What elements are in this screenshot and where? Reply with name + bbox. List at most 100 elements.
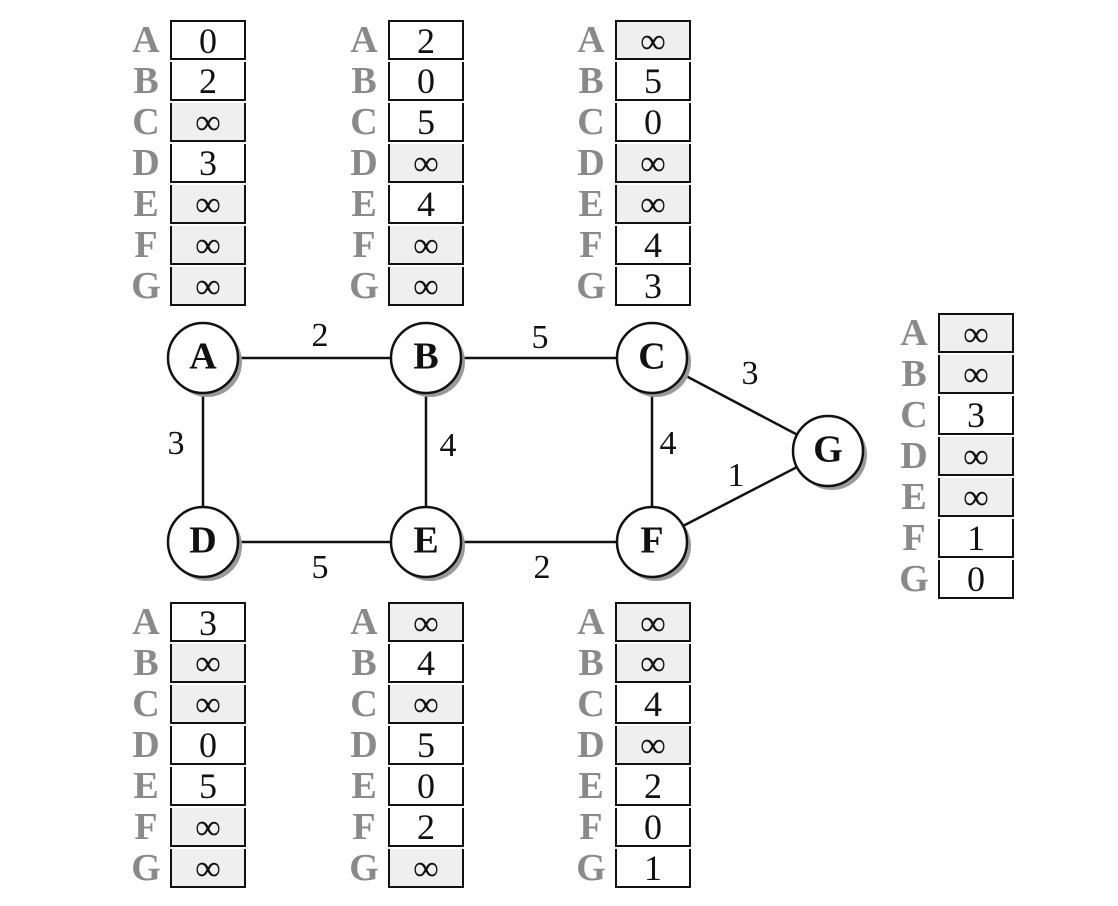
distance-cell: 0	[615, 808, 691, 847]
destination-label: D	[132, 142, 160, 184]
destination-label: E	[351, 765, 377, 807]
distance-cell: ∞	[170, 267, 246, 306]
distance-cell: ∞	[615, 644, 691, 683]
distance-cell: ∞	[388, 144, 464, 183]
distance-cell: 4	[615, 685, 691, 724]
table-row: F∞	[125, 225, 250, 265]
edge-weight-e-f: 2	[534, 549, 551, 586]
node-a: A	[166, 321, 242, 397]
distance-cell: ∞	[170, 185, 246, 224]
node-label: A	[189, 336, 217, 378]
table-row: B∞	[570, 643, 695, 683]
destination-label: B	[351, 642, 377, 684]
node-g: G	[791, 414, 867, 490]
edge-weight-a-b: 2	[312, 317, 329, 354]
destination-label: F	[352, 224, 376, 266]
table-row: C∞	[125, 684, 250, 724]
node-label: E	[413, 520, 438, 562]
table-row: G∞	[343, 266, 468, 306]
destination-label: A	[577, 19, 605, 61]
distance-cell: ∞	[938, 437, 1014, 476]
node-b: B	[389, 321, 465, 397]
distance-cell: ∞	[170, 644, 246, 683]
distance-cell: 3	[615, 267, 691, 306]
destination-label: G	[899, 558, 929, 600]
destination-label: C	[900, 394, 928, 436]
distance-cell: 0	[170, 20, 246, 60]
distance-cell: 5	[388, 103, 464, 142]
destination-label: G	[349, 265, 379, 307]
destination-label: E	[351, 183, 377, 225]
table-row: D∞	[570, 725, 695, 765]
distance-cell: 0	[170, 726, 246, 765]
node-circle	[615, 321, 689, 395]
table-row: D∞	[570, 143, 695, 183]
table-row: C∞	[343, 684, 468, 724]
destination-label: E	[133, 183, 159, 225]
distance-cell: ∞	[388, 602, 464, 642]
destination-label: F	[134, 806, 158, 848]
node-label: G	[813, 429, 843, 471]
destination-label: E	[578, 183, 604, 225]
edge-weight-d-e: 5	[312, 549, 329, 586]
table-row: B∞	[893, 354, 1018, 394]
distance-cell: ∞	[615, 144, 691, 183]
distance-cell: 1	[938, 519, 1014, 558]
destination-label: D	[132, 724, 160, 766]
destination-label: E	[901, 476, 927, 518]
destination-label: D	[350, 142, 378, 184]
node-circle	[791, 414, 865, 488]
destination-label: G	[576, 847, 606, 889]
destination-label: E	[133, 765, 159, 807]
distance-cell: ∞	[938, 313, 1014, 353]
destination-label: D	[900, 435, 928, 477]
table-row: D∞	[343, 143, 468, 183]
distance-cell: ∞	[388, 849, 464, 888]
destination-label: B	[901, 353, 927, 395]
destination-label: F	[579, 224, 603, 266]
table-row: E∞	[125, 184, 250, 224]
table-row: E∞	[893, 477, 1018, 517]
distance-cell: ∞	[170, 685, 246, 724]
distance-cell: 1	[615, 849, 691, 888]
table-row: G∞	[343, 848, 468, 888]
node-label: B	[413, 336, 438, 378]
distance-cell: 0	[615, 103, 691, 142]
destination-label: G	[131, 847, 161, 889]
node-label: F	[640, 520, 663, 562]
edge-weight-c-g: 3	[742, 355, 759, 392]
edge-weight-c-f: 4	[660, 425, 677, 462]
table-row: C∞	[125, 102, 250, 142]
distance-cell: 4	[388, 644, 464, 683]
destination-label: D	[577, 724, 605, 766]
distance-cell: ∞	[615, 602, 691, 642]
destination-label: E	[578, 765, 604, 807]
distance-cell: ∞	[170, 103, 246, 142]
node-d: D	[166, 505, 242, 581]
destination-label: B	[578, 60, 604, 102]
node-label: D	[189, 520, 216, 562]
node-e: E	[389, 505, 465, 581]
destination-label: A	[132, 19, 160, 61]
edge-weight-b-c: 5	[532, 319, 549, 356]
node-circle	[166, 321, 240, 395]
distance-cell: ∞	[388, 685, 464, 724]
distance-cell: 4	[388, 185, 464, 224]
distance-cell: ∞	[388, 267, 464, 306]
distance-cell: 2	[615, 767, 691, 806]
node-f: F	[615, 505, 691, 581]
